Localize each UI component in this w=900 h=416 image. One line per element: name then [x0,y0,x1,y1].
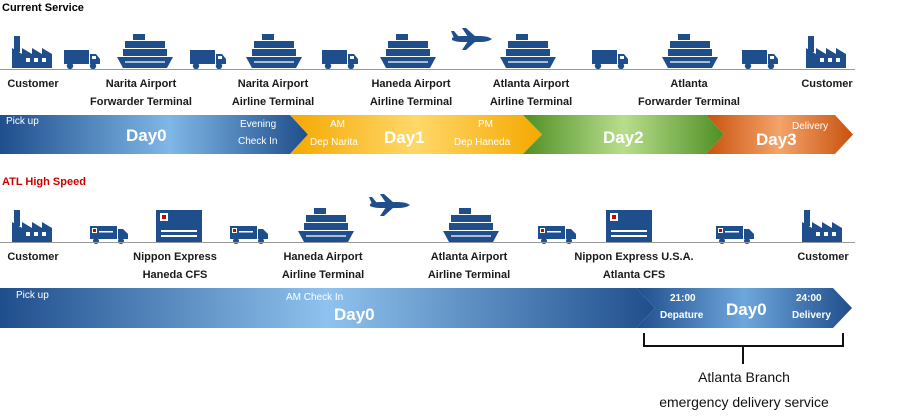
current-dep-haneda-label: Dep Haneda [454,137,511,148]
current-day0-label: Day0 [126,126,167,145]
current-stop-haneda-airline: Haneda Airport Airline Terminal [369,78,453,108]
atl-stop-customer-origin: Customer [7,251,59,263]
current-stop-atlanta-forwarder: Atlanta Forwarder Terminal [638,78,740,108]
atl-time-2100: 21:00 [670,293,696,304]
atl-main-arrow [0,288,655,328]
emergency-delivery-label: emergency delivery service [659,394,829,410]
atl-delivery-label: Delivery [792,310,831,321]
current-ground-line [0,69,855,70]
atl-ground-line [0,242,855,243]
atl-stop-haneda-airline: Haneda Airport Airline Terminal [281,251,365,281]
current-stop-narita-airline: Narita Airport Airline Terminal [231,78,315,108]
current-day1-arrow [290,115,542,154]
current-service-title: Current Service [2,2,84,14]
current-day1-label: Day1 [384,128,425,147]
atl-stop-customer-destination: Customer [797,251,849,263]
current-day2-label: Day2 [603,128,644,147]
current-day3-label: Day3 [756,130,797,149]
current-evening-label: Evening [240,119,277,130]
atl-stop-haneda-cfs: Nippon Express Haneda CFS [133,251,217,281]
current-stop-atlanta-airline: Atlanta Airport Airline Terminal [489,78,573,108]
current-delivery-label: Delivery [792,121,829,132]
atl-am-checkin-label: AM Check In [286,292,344,303]
current-stop-narita-forwarder: Narita Airport Forwarder Terminal [90,78,192,108]
atl-time-2400: 24:00 [796,293,822,304]
atl-sub-arrow [636,288,852,328]
current-checkin-label: Check In [238,136,278,147]
atl-high-speed-title: ATL High Speed [2,176,86,188]
atl-sub-day0-label: Day0 [726,300,767,319]
atlanta-branch-label: Atlanta Branch [698,369,790,385]
current-pm-label: PM [478,119,493,130]
current-am-label: AM [330,119,345,130]
current-pickup-label: Pick up [6,116,39,127]
atl-main-day0-label: Day0 [334,305,375,324]
current-stop-customer-destination: Customer [801,78,853,90]
atl-departure-label: Depature [660,310,704,321]
atl-branch-bracket [643,333,844,364]
current-day3-arrow [706,115,853,154]
current-stop-customer-origin: Customer [7,78,59,90]
atl-pickup-label: Pick up [16,290,49,301]
atl-stop-atlanta-airline: Atlanta Airport Airline Terminal [427,251,511,281]
atl-stop-atlanta-cfs: Nippon Express U.S.A. Atlanta CFS [574,251,694,281]
current-day2-arrow [523,115,724,154]
current-day0-arrow [0,115,308,154]
current-dep-narita-label: Dep Narita [310,137,358,148]
